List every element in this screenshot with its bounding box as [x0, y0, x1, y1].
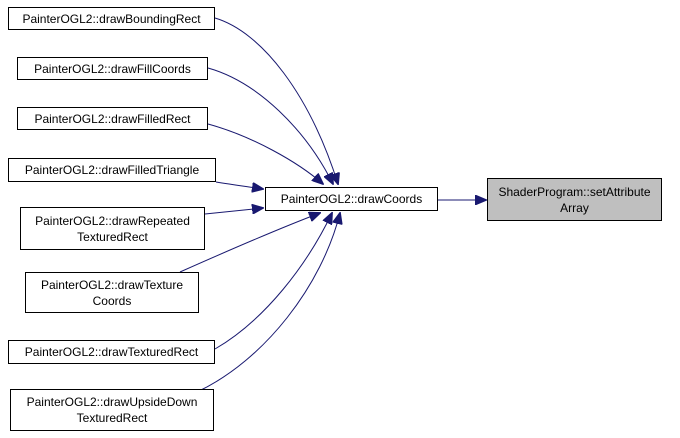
node-drawcoords[interactable]: PainterOGL2::drawCoords	[265, 187, 438, 211]
node-drawrepeatedtexturedrect[interactable]: PainterOGL2::drawRepeated TexturedRect	[20, 207, 205, 250]
edge-drawboundingrect-to-drawcoords	[214, 17, 338, 184]
node-setattributearray: ShaderProgram::setAttribute Array	[487, 178, 662, 221]
edge-drawfillcoords-to-drawcoords	[207, 67, 333, 184]
node-drawtexturedrect[interactable]: PainterOGL2::drawTexturedRect	[8, 340, 215, 364]
node-drawboundingrect[interactable]: PainterOGL2::drawBoundingRect	[8, 7, 215, 30]
edge-drawrepeatedtexturedrect-to-drawcoords	[204, 208, 263, 215]
node-drawfillcoords[interactable]: PainterOGL2::drawFillCoords	[17, 57, 208, 80]
edge-drawupsidedowntexturedrect-to-drawcoords	[196, 213, 340, 393]
node-drawfilledrect[interactable]: PainterOGL2::drawFilledRect	[17, 107, 208, 130]
edge-drawtexturecoords-to-drawcoords	[179, 213, 320, 273]
node-drawtexturecoords[interactable]: PainterOGL2::drawTexture Coords	[25, 272, 199, 313]
edge-drawfilledrect-to-drawcoords	[207, 123, 323, 184]
edge-drawfilledtriangle-to-drawcoords	[215, 181, 263, 189]
edge-drawtexturedrect-to-drawcoords	[214, 213, 332, 350]
node-drawfilledtriangle[interactable]: PainterOGL2::drawFilledTriangle	[8, 158, 216, 182]
node-drawupsidedowntexturedrect[interactable]: PainterOGL2::drawUpsideDown TexturedRect	[10, 389, 214, 431]
